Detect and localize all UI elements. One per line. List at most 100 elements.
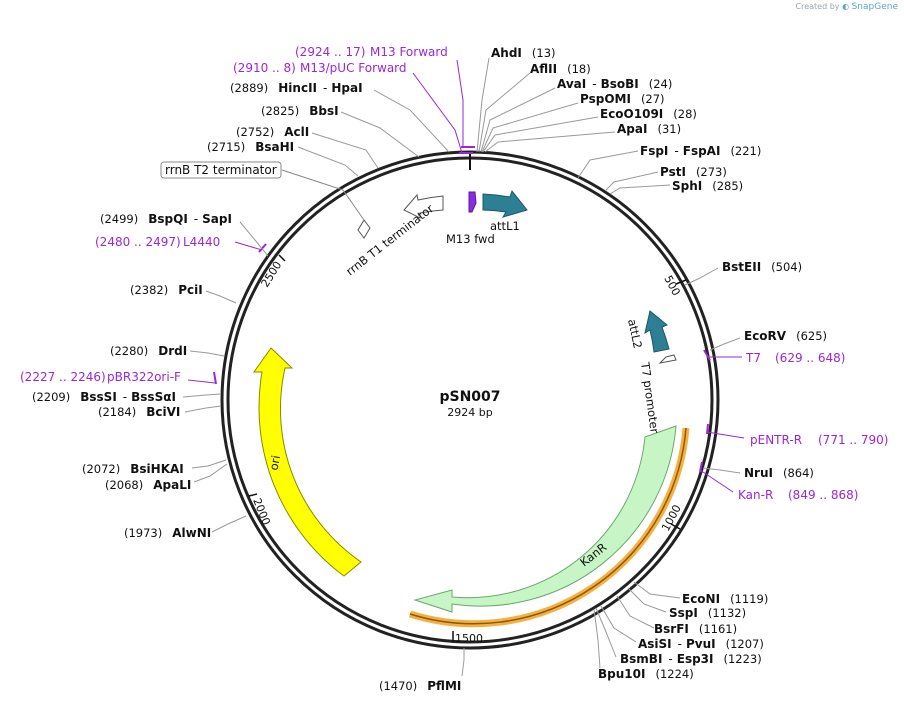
- enzyme-nrui[interactable]: NruI(864): [702, 466, 814, 480]
- enzyme-name: BsaHI: [255, 140, 294, 154]
- enzyme-fspi[interactable]: FspI-FspAI(221): [577, 144, 761, 179]
- svg-text:PspOMI(27): PspOMI(27): [580, 92, 665, 106]
- enzyme-bsrfi[interactable]: BsrFI(1161): [616, 595, 737, 636]
- plasmid-size: 2924 bp: [447, 406, 492, 419]
- enzyme-bpu10i[interactable]: Bpu10I(1224): [593, 608, 694, 681]
- enzyme-name: BsoBI: [601, 77, 639, 91]
- enzyme-name: Esp3I: [677, 652, 714, 666]
- primer-pbr322ori-f[interactable]: (2227 .. 2246) pBR322ori-F: [20, 370, 217, 385]
- svg-text:BsmBI-Esp3I(1223): BsmBI-Esp3I(1223): [620, 652, 762, 666]
- enzyme-position: (1224): [655, 667, 693, 681]
- enzyme-name: HincII: [278, 81, 317, 95]
- feature-label-attl2: attL2: [625, 318, 645, 350]
- enzyme-separator: -: [592, 77, 596, 91]
- primer-l4440[interactable]: (2480 .. 2497) L4440: [95, 235, 267, 253]
- enzyme-apai[interactable]: ApaI(31): [484, 122, 681, 153]
- enzyme-name: EcoO109I: [600, 107, 663, 121]
- enzyme-name: BsmBI: [620, 652, 662, 666]
- svg-text:(2752)AclI: (2752)AclI: [236, 125, 309, 139]
- enzyme-name: FspI: [640, 144, 668, 158]
- primer-name: L4440: [183, 235, 220, 249]
- enzyme-position: (28): [673, 107, 697, 121]
- primer-m13-puc-forward[interactable]: (2910 .. 8) M13/pUC Forward: [233, 61, 473, 154]
- feature-rrnb-t1-terminator[interactable]: rrnB T1 terminator: [343, 193, 444, 278]
- primer-name: M13 Forward: [370, 45, 448, 59]
- enzyme-aflii[interactable]: AflII(18): [478, 62, 591, 153]
- enzyme-ahdi[interactable]: AhdI(13): [476, 46, 556, 153]
- primer-kan-r[interactable]: Kan-R (849 .. 868): [699, 461, 858, 502]
- enzyme-asisi[interactable]: AsiSI-PvuI(1207): [600, 605, 764, 651]
- feature-ori[interactable]: ori: [253, 347, 362, 577]
- feature-rrnb-t2-terminator[interactable]: rrnB T2 terminator: [160, 161, 371, 239]
- snapgene-logo-icon: ◐: [842, 2, 850, 11]
- primer-m13-forward[interactable]: (2924 .. 17) M13 Forward: [295, 45, 475, 148]
- enzyme-sphi[interactable]: SphI (285): [609, 179, 743, 195]
- primer-name: M13/pUC Forward: [300, 61, 407, 75]
- enzyme-bsteii[interactable]: BstEII(504): [684, 260, 802, 286]
- enzyme-psti[interactable]: PstI(273): [605, 165, 727, 191]
- enzyme-name: SapI: [202, 212, 232, 226]
- enzyme-bcivi[interactable]: (2184)BciVI: [98, 405, 222, 419]
- enzyme-position: (1470): [379, 679, 417, 693]
- enzyme-bsssi[interactable]: (2209)BssSI-BssSαI: [32, 390, 222, 404]
- enzyme-position: (285): [712, 179, 743, 193]
- enzyme-bsmbi[interactable]: BsmBI-Esp3I(1223): [595, 607, 762, 666]
- enzyme-acli[interactable]: (2752)AclI: [236, 125, 379, 169]
- enzyme-name: ApaLI: [153, 478, 191, 492]
- svg-text:(1470)PflMI: (1470)PflMI: [379, 679, 461, 693]
- enzyme-separator: -: [123, 390, 127, 404]
- enzyme-avai[interactable]: AvaI-BsoBI(24): [480, 77, 672, 153]
- enzyme-bsahi[interactable]: (2715)BsaHI: [207, 140, 359, 177]
- enzyme-bspqi[interactable]: (2499)BspQI-SapI: [100, 212, 269, 257]
- enzyme-name: AhdI: [491, 46, 522, 60]
- svg-text:AvaI-BsoBI(24): AvaI-BsoBI(24): [557, 77, 672, 91]
- enzyme-ecoo109i[interactable]: EcoO109I (28): [482, 107, 697, 153]
- enzyme-position: (1207): [726, 637, 764, 651]
- primer-range: (771 .. 790): [818, 433, 888, 447]
- enzyme-name: AlwNI: [172, 526, 211, 540]
- enzyme-hincii[interactable]: (2889)HincII-HpaI: [230, 81, 450, 153]
- primer-name: Kan-R: [738, 488, 773, 502]
- enzyme-name: PstI: [660, 165, 686, 179]
- enzyme-bbsi[interactable]: (2825)BbsI: [261, 104, 420, 158]
- primer-pentr-r[interactable]: pENTR-R (771 .. 790): [706, 423, 888, 447]
- svg-text:(2382)PciI: (2382)PciI: [130, 283, 203, 297]
- enzyme-position: (2382): [130, 283, 168, 297]
- ring-tick-1500: 1500: [452, 631, 483, 645]
- enzyme-drdi[interactable]: (2280)DrdI: [110, 344, 225, 358]
- enzyme-sspi[interactable]: SspI(1132): [627, 587, 746, 620]
- primer-range: (2910 .. 8): [233, 61, 296, 75]
- enzyme-name: PvuI: [686, 637, 716, 651]
- enzyme-position: (31): [657, 122, 681, 136]
- enzyme-pflmi[interactable]: (1470)PflMI: [379, 648, 465, 693]
- enzyme-position: (2825): [261, 104, 299, 118]
- enzyme-apali[interactable]: (2068)ApaLI: [105, 463, 228, 492]
- enzyme-ecorv[interactable]: EcoRV(625): [709, 329, 827, 351]
- feature-attl1[interactable]: attL1: [482, 189, 528, 233]
- enzyme-pcii[interactable]: (2382)PciI: [130, 283, 237, 304]
- enzyme-separator: -: [194, 212, 198, 226]
- svg-text:(2715)BsaHI: (2715)BsaHI: [207, 140, 294, 154]
- primer-range: (629 .. 648): [775, 351, 845, 365]
- feature-t7-promoter[interactable]: T7 promoter: [638, 354, 677, 434]
- enzyme-name: SphI: [672, 179, 702, 193]
- enzyme-name: FspAI: [683, 144, 721, 158]
- enzyme-econi[interactable]: EcoNI (1119): [633, 581, 768, 606]
- svg-text:AsiSI-PvuI(1207): AsiSI-PvuI(1207): [638, 637, 764, 651]
- enzyme-pspomi[interactable]: PspOMI(27): [481, 92, 665, 153]
- feature-label-t7-promoter: T7 promoter: [638, 360, 662, 434]
- enzyme-bsihkai[interactable]: (2072)BsiHKAI: [82, 459, 227, 476]
- enzyme-name: BsiHKAI: [130, 462, 184, 476]
- enzyme-position: (24): [649, 77, 673, 91]
- enzyme-name: AclI: [284, 125, 309, 139]
- feature-attl2[interactable]: attL2: [625, 310, 670, 353]
- primer-range: (2227 .. 2246): [20, 370, 106, 384]
- enzyme-position: (1119): [730, 592, 768, 606]
- enzyme-name: HpaI: [331, 81, 362, 95]
- enzyme-name: EcoNI: [682, 592, 720, 606]
- primer-t7[interactable]: T7 (629 .. 648): [703, 349, 845, 365]
- feature-label-box: [160, 161, 282, 179]
- feature-m13-fwd[interactable]: M13 fwd: [446, 191, 495, 246]
- enzyme-alwni[interactable]: (1973)AlwNI: [124, 515, 247, 540]
- feature-label-m13-fwd: M13 fwd: [446, 232, 495, 246]
